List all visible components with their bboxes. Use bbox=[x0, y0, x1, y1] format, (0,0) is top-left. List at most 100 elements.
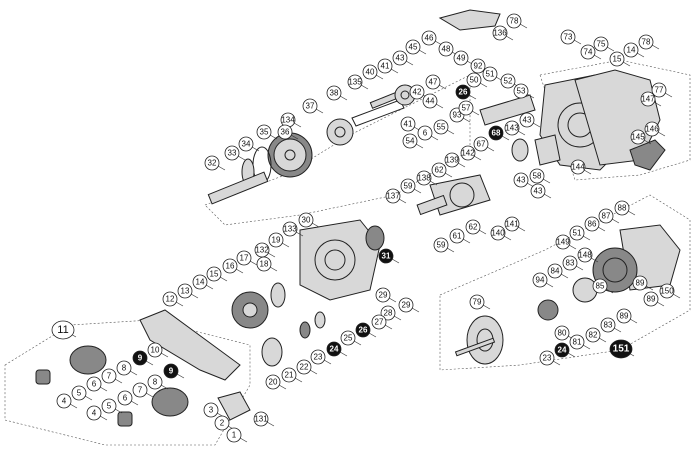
label-6b: 6 bbox=[86, 376, 102, 392]
leader-line bbox=[160, 352, 169, 358]
leader-line bbox=[471, 110, 480, 116]
leader-line bbox=[593, 54, 602, 60]
label-33: 33 bbox=[224, 145, 240, 161]
label-145: 145 bbox=[630, 129, 646, 145]
svg-text:25: 25 bbox=[344, 334, 353, 343]
svg-text:59: 59 bbox=[404, 182, 413, 191]
svg-text:151: 151 bbox=[613, 344, 630, 355]
label-3: 3 bbox=[203, 402, 219, 418]
knob-cap-upper-part bbox=[35, 369, 51, 385]
label-81: 81 bbox=[569, 334, 585, 350]
svg-text:6: 6 bbox=[423, 129, 428, 138]
small-bearing-part bbox=[299, 321, 311, 339]
leader-line bbox=[269, 134, 278, 140]
label-88: 88 bbox=[614, 200, 630, 216]
label-23a: 23 bbox=[310, 349, 326, 365]
label-21: 21 bbox=[281, 367, 297, 383]
label-141: 141 bbox=[504, 216, 520, 232]
svg-text:67: 67 bbox=[477, 140, 486, 149]
leader-line bbox=[486, 146, 495, 152]
leader-line bbox=[543, 193, 552, 199]
level-wind-part bbox=[479, 94, 536, 126]
label-143: 143 bbox=[504, 120, 520, 136]
svg-text:8: 8 bbox=[122, 364, 127, 373]
leader-line bbox=[517, 130, 526, 136]
label-46: 46 bbox=[421, 30, 437, 46]
leader-line bbox=[444, 172, 453, 178]
label-147: 147 bbox=[640, 91, 656, 107]
leader-line bbox=[84, 395, 93, 401]
label-146: 146 bbox=[644, 121, 660, 137]
svg-text:17: 17 bbox=[240, 254, 249, 263]
svg-text:51: 51 bbox=[486, 70, 495, 79]
leader-line bbox=[501, 135, 510, 141]
leader-line bbox=[353, 340, 362, 346]
leader-line bbox=[457, 162, 466, 168]
leader-line bbox=[294, 377, 303, 383]
svg-text:2: 2 bbox=[220, 419, 225, 428]
svg-text:7: 7 bbox=[107, 372, 112, 381]
label-7a: 7 bbox=[101, 368, 117, 384]
bracket-part bbox=[534, 134, 561, 166]
leader-line bbox=[405, 60, 414, 66]
label-23b: 23 bbox=[539, 350, 555, 366]
leader-line bbox=[160, 384, 169, 390]
part-labels: 78 136 73 75 74 14 78 15 77 147 46 45 48… bbox=[51, 13, 675, 443]
label-20: 20 bbox=[265, 374, 281, 390]
label-148: 148 bbox=[577, 247, 593, 263]
leader-line bbox=[645, 285, 654, 291]
label-87: 87 bbox=[598, 208, 614, 224]
label-45: 45 bbox=[405, 39, 421, 55]
leader-line bbox=[323, 359, 332, 365]
label-80: 80 bbox=[554, 325, 570, 341]
knob-cap-lower-part bbox=[117, 411, 133, 427]
leader-line bbox=[567, 352, 576, 358]
svg-text:44: 44 bbox=[426, 97, 435, 106]
label-10: 10 bbox=[147, 342, 163, 358]
leader-line bbox=[375, 74, 384, 80]
main-shaft-part bbox=[351, 99, 405, 127]
svg-text:78: 78 bbox=[642, 38, 651, 47]
svg-text:24: 24 bbox=[330, 345, 339, 354]
leader-line bbox=[532, 122, 541, 128]
leader-line bbox=[290, 134, 299, 140]
label-4a: 4 bbox=[56, 393, 72, 409]
leader-line bbox=[560, 273, 569, 279]
svg-text:5: 5 bbox=[107, 402, 112, 411]
svg-text:57: 57 bbox=[462, 104, 471, 113]
label-18: 18 bbox=[256, 256, 272, 272]
label-1: 1 bbox=[226, 427, 242, 443]
svg-text:4: 4 bbox=[92, 409, 97, 418]
leader-line bbox=[519, 23, 528, 29]
label-22: 22 bbox=[296, 359, 312, 375]
svg-text:13: 13 bbox=[181, 287, 190, 296]
label-51b: 51 bbox=[569, 225, 585, 241]
main-gear-face-part bbox=[273, 138, 307, 172]
label-85: 85 bbox=[592, 278, 608, 294]
svg-text:9: 9 bbox=[169, 367, 174, 376]
label-78a: 78 bbox=[506, 13, 522, 29]
leader-line bbox=[237, 155, 246, 161]
label-73: 73 bbox=[560, 29, 576, 45]
svg-text:5: 5 bbox=[77, 389, 82, 398]
leader-line bbox=[590, 257, 599, 263]
leader-line bbox=[446, 129, 455, 135]
leader-line bbox=[278, 384, 287, 390]
leader-line bbox=[636, 52, 645, 58]
label-48: 48 bbox=[438, 41, 454, 57]
svg-text:14: 14 bbox=[627, 46, 636, 55]
label-74: 74 bbox=[580, 44, 596, 60]
label-89c: 89 bbox=[616, 308, 632, 324]
label-50: 50 bbox=[466, 72, 482, 88]
one-way-bearing-part bbox=[365, 225, 385, 251]
svg-text:14: 14 bbox=[196, 278, 205, 287]
leader-line bbox=[583, 169, 592, 175]
leader-line bbox=[339, 351, 348, 357]
label-2: 2 bbox=[214, 415, 230, 431]
label-52: 52 bbox=[500, 73, 516, 89]
svg-text:20: 20 bbox=[269, 378, 278, 387]
label-15a: 15 bbox=[609, 51, 625, 67]
svg-text:10: 10 bbox=[151, 346, 160, 355]
